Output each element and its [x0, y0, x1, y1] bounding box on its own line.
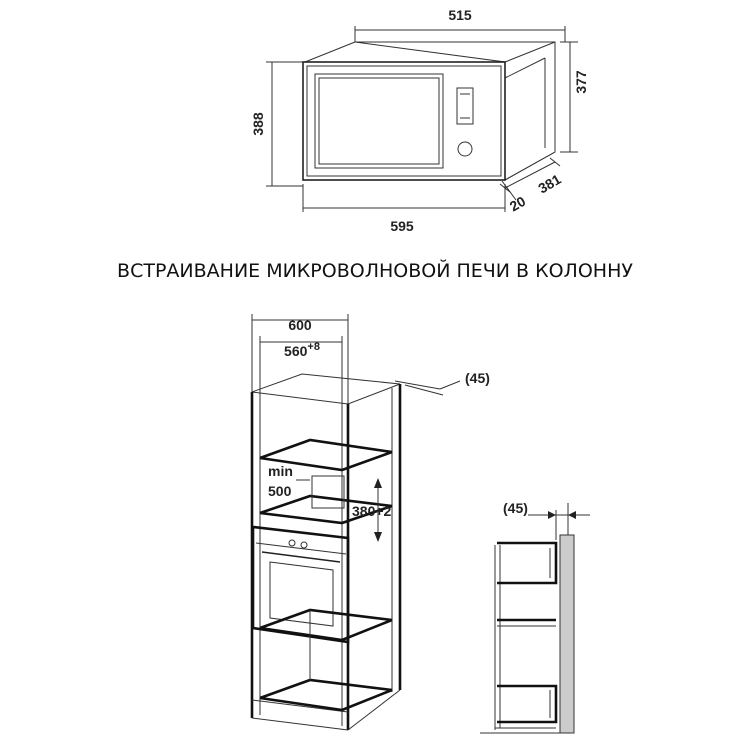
cabinet-top — [251, 373, 401, 405]
microwave-drawing: 515 377 388 595 381 20 — [250, 7, 589, 234]
upper-shelf — [259, 438, 393, 472]
microwave-shelf — [259, 494, 393, 525]
dim-380: 380+2 — [352, 503, 392, 519]
side-wall — [559, 534, 575, 734]
microwave-knob — [457, 141, 473, 157]
lower-shelf — [259, 608, 393, 642]
side-view-drawing: (45) — [480, 500, 590, 734]
microwave-front-frame — [302, 61, 506, 181]
dim-388: 388 — [250, 112, 266, 136]
microwave-display — [456, 87, 474, 125]
oven-frame — [251, 525, 350, 644]
dim-560-tolerance: +8 — [307, 341, 320, 353]
side-bracket-2 — [497, 684, 558, 724]
dim-min-label: min — [268, 463, 293, 479]
dim-560: 560+8 — [284, 341, 320, 359]
microwave-door-window — [314, 73, 444, 169]
dim-381: 381 — [535, 171, 563, 197]
dim-45-side: (45) — [503, 500, 528, 516]
dim-600: 600 — [288, 317, 312, 333]
dim-560-value: 560 — [284, 343, 308, 359]
microwave-niche — [311, 475, 345, 509]
dim-377: 377 — [573, 70, 589, 94]
dim-515: 515 — [448, 7, 472, 23]
section-title: ВСТРАИВАНИЕ МИКРОВОЛНОВОЙ ПЕЧИ В КОЛОННУ — [117, 259, 633, 282]
dim-20: 20 — [507, 193, 529, 215]
dim-595: 595 — [390, 218, 414, 234]
oven-door — [269, 561, 334, 627]
column-cabinet-drawing: 600 560+8 (45) min 500 380+2 — [250, 314, 490, 731]
side-bracket-1 — [497, 541, 558, 585]
dim-45-top: (45) — [465, 370, 490, 386]
dim-min-value: 500 — [268, 483, 292, 499]
